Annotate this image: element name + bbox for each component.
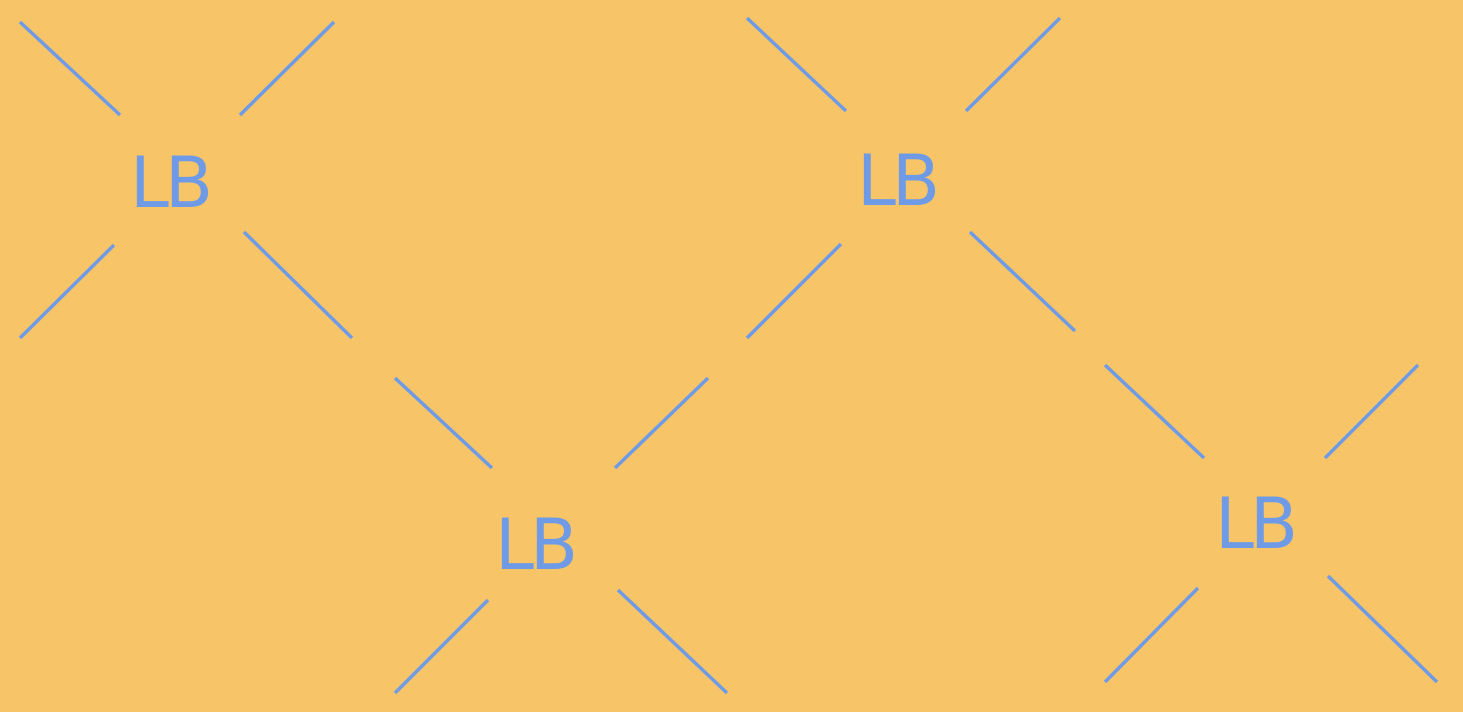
monogram-label: LB <box>495 504 574 586</box>
monogram-top-left: LB <box>18 20 354 340</box>
monogram-label: LB <box>857 140 936 222</box>
diagonal-line <box>968 230 1077 333</box>
monogram-bottom-middle: LB <box>393 376 729 695</box>
diagonal-line <box>616 588 729 695</box>
diagonal-line <box>242 230 354 340</box>
monogram-top-middle: LB <box>745 16 1077 340</box>
diagonal-line <box>1103 586 1200 684</box>
diagonal-line <box>18 243 116 340</box>
diagonal-line <box>1326 574 1439 684</box>
diagonal-line <box>964 16 1062 113</box>
diagonal-line <box>745 242 843 340</box>
monogram-label: LB <box>1215 483 1294 565</box>
diagonal-line <box>1103 363 1206 460</box>
diagonal-line <box>745 16 848 113</box>
monogram-bottom-right: LB <box>1103 363 1439 684</box>
diagonal-line <box>18 20 122 117</box>
diagonal-line <box>393 598 490 695</box>
diagonal-line <box>613 376 710 470</box>
monogram-label: LB <box>130 142 209 224</box>
diagonal-line <box>238 20 336 117</box>
diagonal-line <box>393 376 494 470</box>
diagonal-line <box>1323 363 1420 460</box>
